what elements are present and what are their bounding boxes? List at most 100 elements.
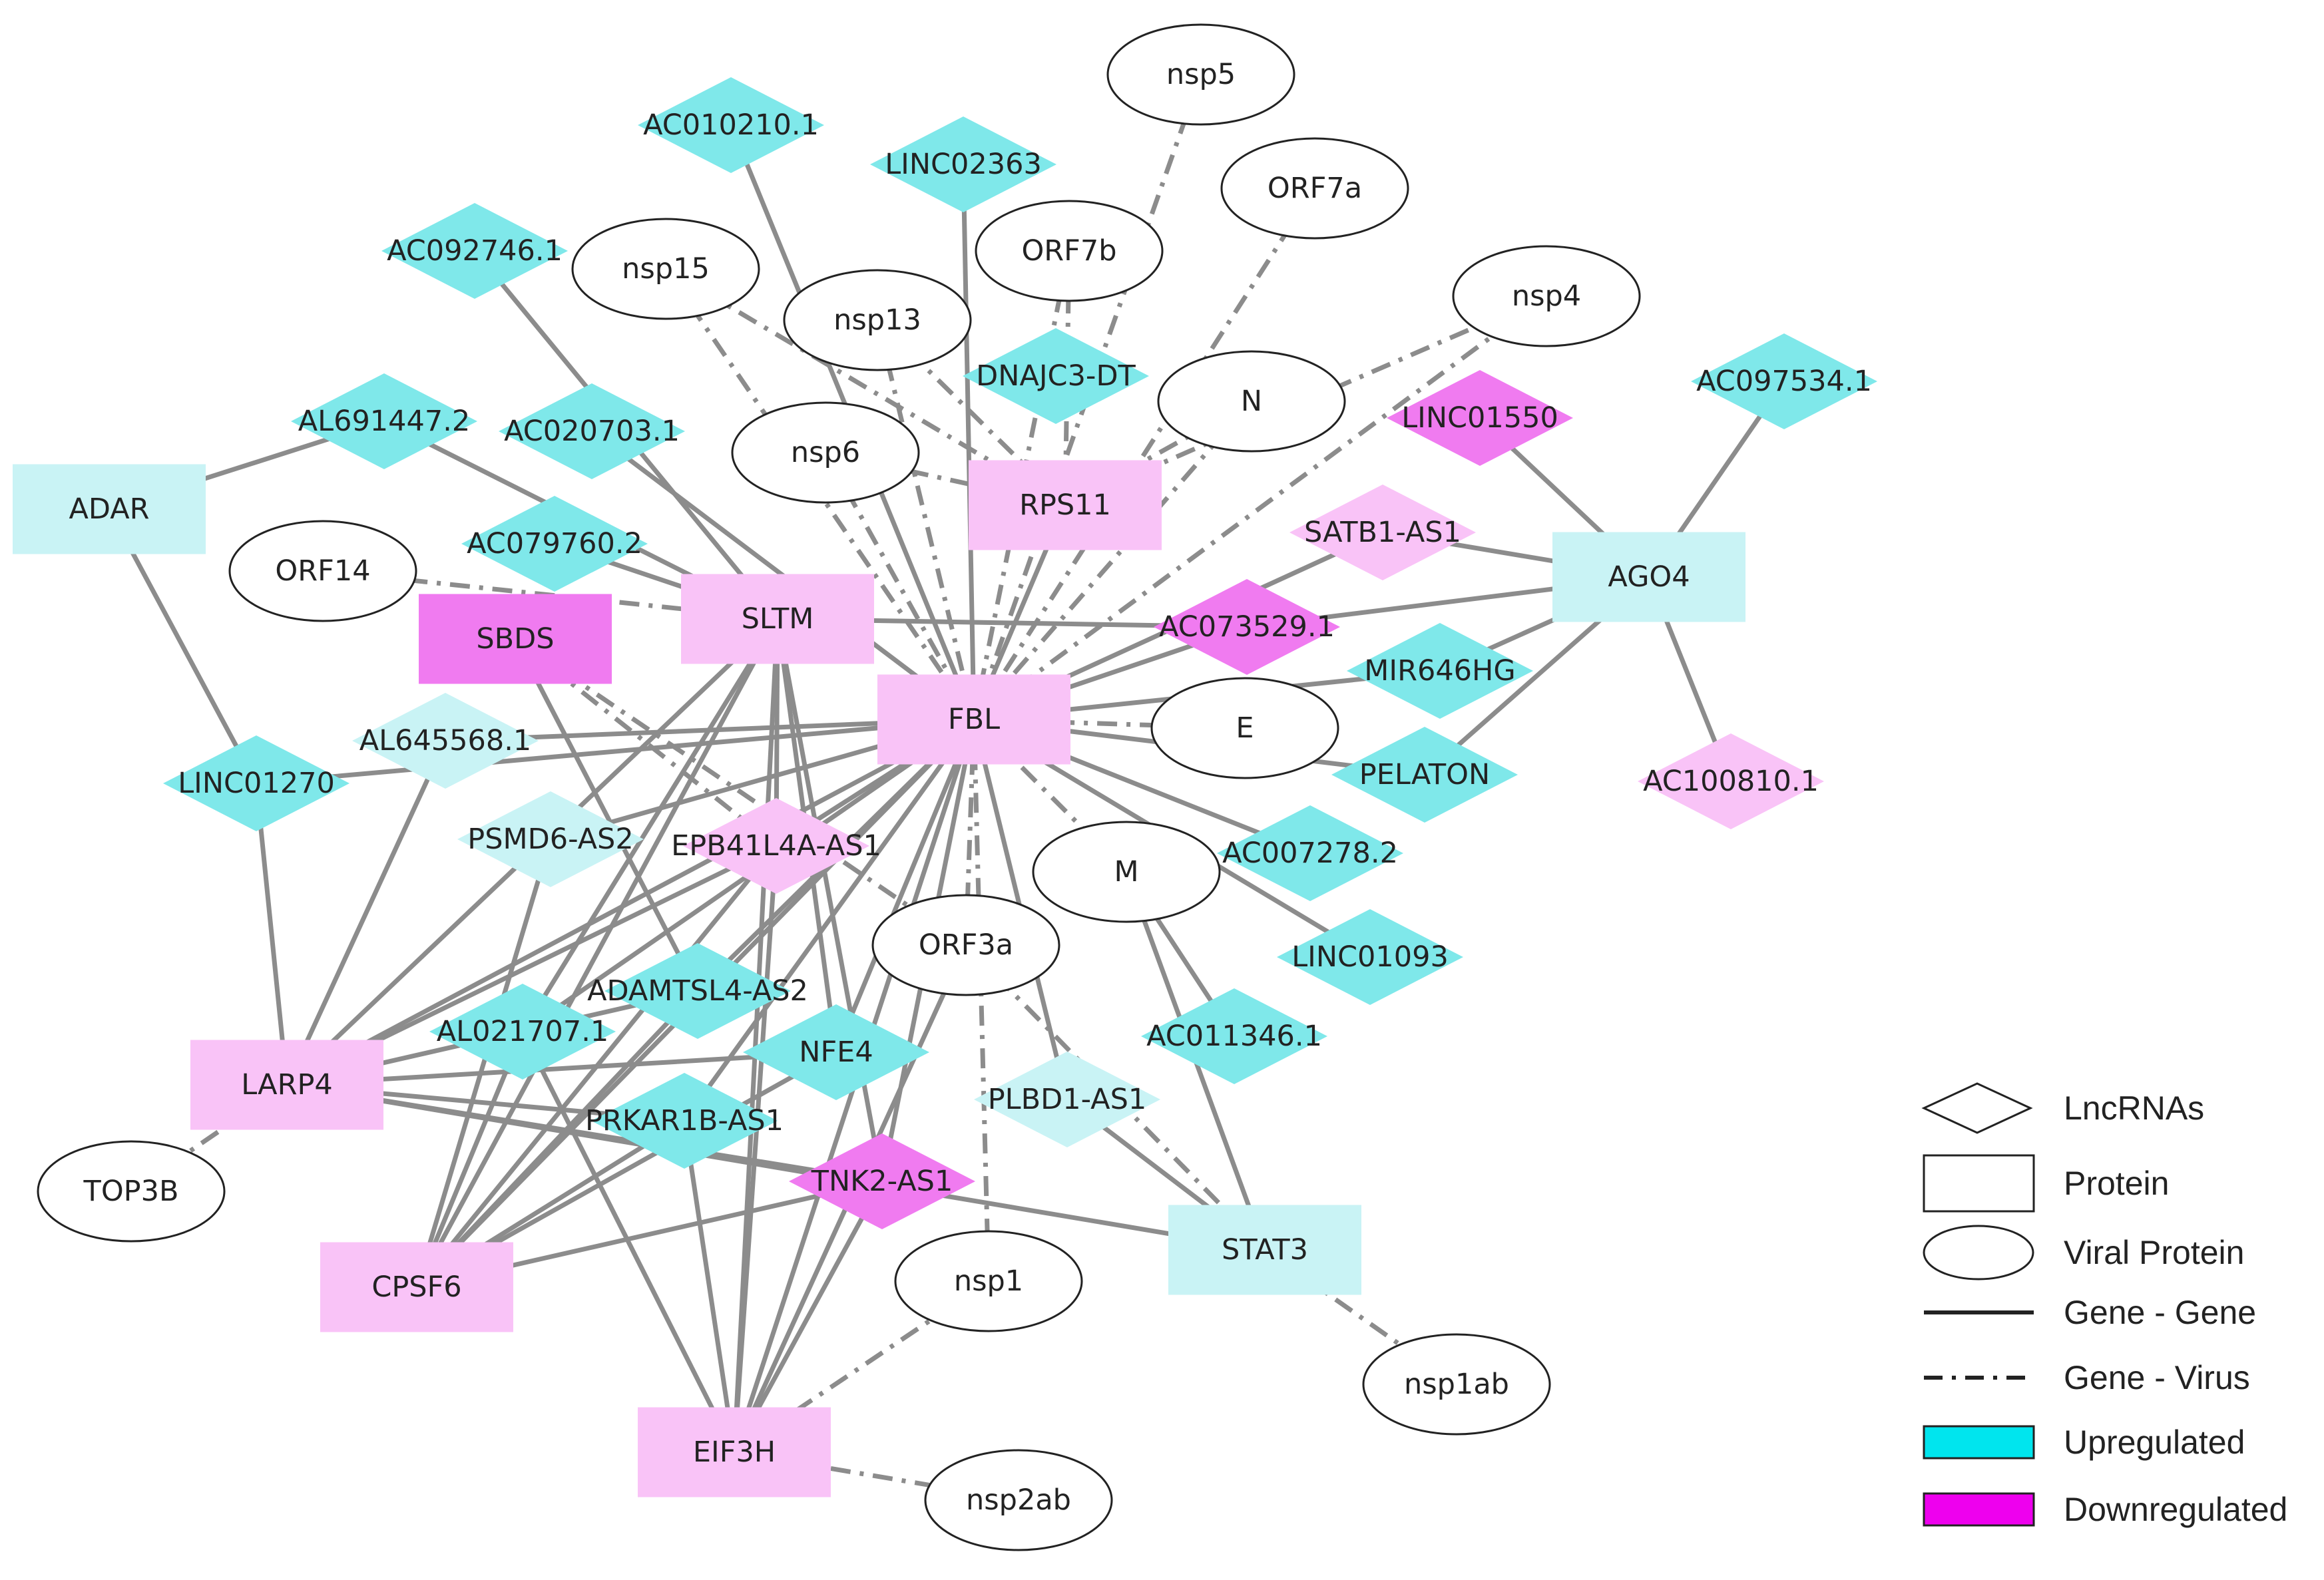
legend-diamond-icon [1921, 1082, 2033, 1134]
node-prkar1b-as1[interactable]: PRKAR1B-AS1 [585, 1073, 784, 1169]
node-ago4[interactable]: AGO4 [1552, 532, 1745, 622]
lncrna-diamond [591, 1073, 778, 1169]
edge-gene-sltm-tnk2-as1 [775, 618, 885, 1182]
lncrna-diamond [291, 373, 477, 469]
viral-protein-ellipse [783, 269, 972, 371]
lncrna-diamond [429, 984, 616, 1080]
node-nfe4[interactable]: NFE4 [743, 1004, 929, 1100]
node-al021707-1[interactable]: AL021707.1 [429, 984, 616, 1080]
node-psmd6-as2[interactable]: PSMD6-AS2 [457, 791, 644, 887]
edge-virus-orf7a-fbl [972, 187, 1317, 721]
node-al645568-1[interactable]: AL645568.1 [352, 693, 539, 789]
edge-gene-fbl-larp4 [286, 717, 975, 1087]
node-nsp2ab[interactable]: nsp2ab [924, 1449, 1113, 1551]
node-label: TOP3B [83, 1175, 179, 1208]
node-linc01093[interactable]: LINC01093 [1277, 909, 1463, 1005]
node-m[interactable]: M [1032, 821, 1221, 923]
node-n[interactable]: N [1157, 350, 1346, 453]
node-nsp1ab[interactable]: nsp1ab [1362, 1333, 1551, 1436]
node-label: AC092746.1 [387, 234, 563, 268]
legend-item-gene-gene: Gene - Gene [1924, 1294, 2256, 1331]
node-nsp5[interactable]: nsp5 [1106, 23, 1295, 126]
viral-protein-ellipse [731, 401, 920, 504]
node-ac011346-1[interactable]: AC011346.1 [1141, 988, 1327, 1084]
node-ac007278-2[interactable]: AC007278.2 [1217, 805, 1403, 901]
node-dnajc3-dt[interactable]: DNAJC3-DT [963, 328, 1149, 424]
node-larp4[interactable]: LARP4 [190, 1040, 383, 1130]
node-adar[interactable]: ADAR [13, 464, 206, 554]
node-linc01550[interactable]: LINC01550 [1387, 370, 1573, 466]
edge-virus-orf7b-fbl [971, 250, 1072, 720]
edge-gene-larp4-stat3 [286, 1082, 1266, 1253]
node-plbd1-as1[interactable]: PLBD1-AS1 [974, 1052, 1160, 1147]
node-orf7a[interactable]: ORF7a [1220, 137, 1409, 240]
node-al691447-2[interactable]: AL691447.2 [291, 373, 477, 469]
node-orf3a[interactable]: ORF3a [871, 894, 1060, 996]
node-nsp13[interactable]: nsp13 [783, 269, 972, 371]
protein-box [638, 1407, 831, 1497]
node-label: nsp6 [791, 436, 860, 469]
node-ac020703-1[interactable]: AC020703.1 [499, 383, 685, 479]
node-epb41l4a-as1[interactable]: EPB41L4A-AS1 [671, 798, 881, 894]
lncrna-diamond [963, 328, 1149, 424]
node-sltm[interactable]: SLTM [681, 574, 874, 664]
node-tnk2-as1[interactable]: TNK2-AS1 [789, 1133, 975, 1229]
node-ac079760-2[interactable]: AC079760.2 [461, 496, 648, 592]
node-label: AL691447.2 [298, 405, 471, 438]
node-mir646hg[interactable]: MIR646HG [1347, 623, 1533, 719]
node-fbl[interactable]: FBL [877, 674, 1070, 765]
legend-item-protein: Protein [1923, 1154, 2169, 1213]
node-ac010210-1[interactable]: AC010210.1 [638, 77, 824, 173]
node-top3b[interactable]: TOP3B [37, 1140, 226, 1243]
node-eif3h[interactable]: EIF3H [638, 1407, 831, 1497]
node-label: STAT3 [1222, 1233, 1308, 1267]
node-ac092746-1[interactable]: AC092746.1 [381, 203, 568, 299]
edge-gene-al645568-1-larp4 [284, 739, 448, 1086]
node-orf7b[interactable]: ORF7b [975, 200, 1164, 302]
node-stat3[interactable]: STAT3 [1168, 1205, 1361, 1295]
node-label: ORF7b [1021, 234, 1116, 268]
edge-gene-adamtsl4-as2-cpsf6 [415, 989, 700, 1289]
node-nsp15[interactable]: nsp15 [571, 218, 760, 320]
lncrna-diamond [743, 1004, 929, 1100]
legend-rect-icon [1923, 1154, 2035, 1213]
node-label: PLBD1-AS1 [988, 1083, 1147, 1116]
lncrna-diamond [1331, 727, 1518, 823]
edge-gene-fbl-linc01270 [256, 717, 975, 786]
node-ac097534-1[interactable]: AC097534.1 [1691, 333, 1877, 429]
node-label: EIF3H [693, 1436, 776, 1469]
node-label: DNAJC3-DT [976, 359, 1136, 393]
node-linc01270[interactable]: LINC01270 [163, 735, 349, 831]
node-ac073529-1[interactable]: AC073529.1 [1154, 579, 1340, 675]
node-sbds[interactable]: SBDS [419, 594, 612, 684]
node-label: PRKAR1B-AS1 [585, 1104, 784, 1137]
node-e[interactable]: E [1150, 677, 1339, 779]
node-label: ORF3a [919, 928, 1013, 962]
node-nsp6[interactable]: nsp6 [731, 401, 920, 504]
node-orf14[interactable]: ORF14 [228, 520, 417, 622]
node-label: ORF14 [275, 554, 370, 588]
node-label: AC010210.1 [643, 108, 819, 142]
viral-protein-ellipse [571, 218, 760, 320]
protein-box [877, 674, 1070, 765]
lncrna-diamond [1347, 623, 1533, 719]
node-label: AC011346.1 [1146, 1020, 1322, 1053]
node-satb1-as1[interactable]: SATB1-AS1 [1289, 485, 1476, 580]
node-nsp1[interactable]: nsp1 [894, 1230, 1083, 1332]
node-nsp4[interactable]: nsp4 [1452, 245, 1641, 347]
node-adamtsl4-as2[interactable]: ADAMTSL4-AS2 [587, 943, 808, 1039]
lncrna-diamond [381, 203, 568, 299]
lncrna-diamond [461, 496, 648, 592]
node-label: AGO4 [1608, 560, 1690, 594]
viral-protein-ellipse [924, 1449, 1113, 1551]
node-linc02363[interactable]: LINC02363 [870, 116, 1056, 212]
viral-protein-ellipse [1150, 677, 1339, 779]
lncrna-diamond [870, 116, 1056, 212]
node-pelaton[interactable]: PELATON [1331, 727, 1518, 823]
node-ac100810-1[interactable]: AC100810.1 [1638, 733, 1824, 829]
node-rps11[interactable]: RPS11 [969, 460, 1162, 550]
lncrna-diamond [1277, 909, 1463, 1005]
node-cpsf6[interactable]: CPSF6 [320, 1242, 513, 1332]
node-label: AC079760.2 [467, 527, 642, 560]
